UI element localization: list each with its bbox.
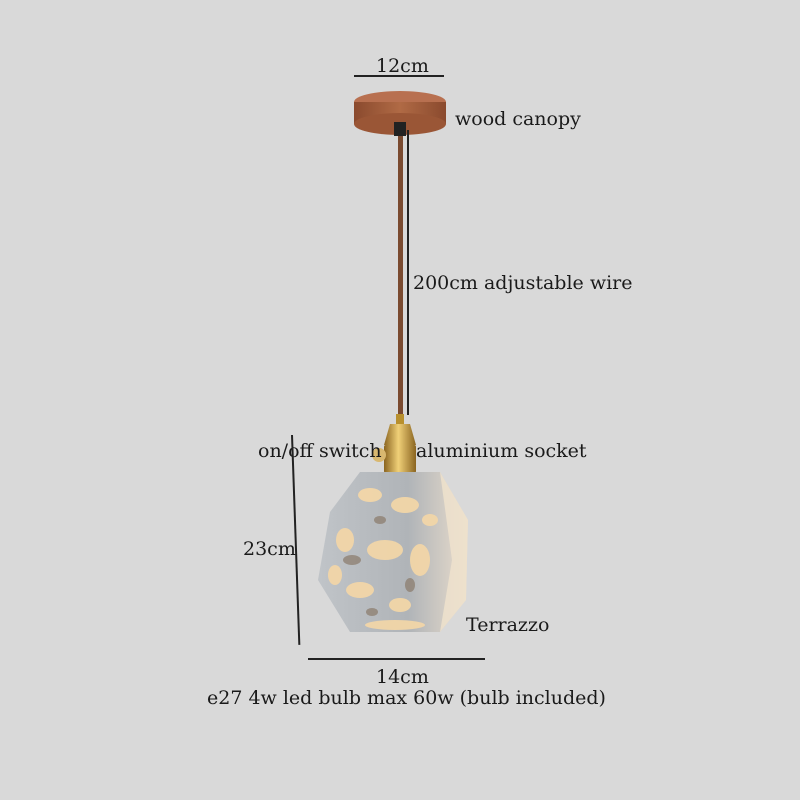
material-label: Terrazzo [466,614,550,636]
wood-canopy [354,91,446,136]
wire-leader-line [407,130,409,415]
shade-width-label: 14cm [376,666,429,688]
shade-height-label: 23cm [243,538,296,560]
wire-label: 200cm adjustable wire [413,272,633,294]
canopy-label: wood canopy [455,108,581,130]
socket-label: aluminium socket [416,440,587,462]
wire [398,136,403,416]
bulb-spec-label: e27 4w led bulb max 60w (bulb included) [207,687,606,709]
canopy-width-line [354,75,444,77]
brass-socket [372,414,416,473]
switch-label: on/off switch [258,440,382,462]
terrazzo-shade [318,472,468,632]
shade-width-line [308,658,485,660]
canopy-width-label: 12cm [376,55,429,77]
